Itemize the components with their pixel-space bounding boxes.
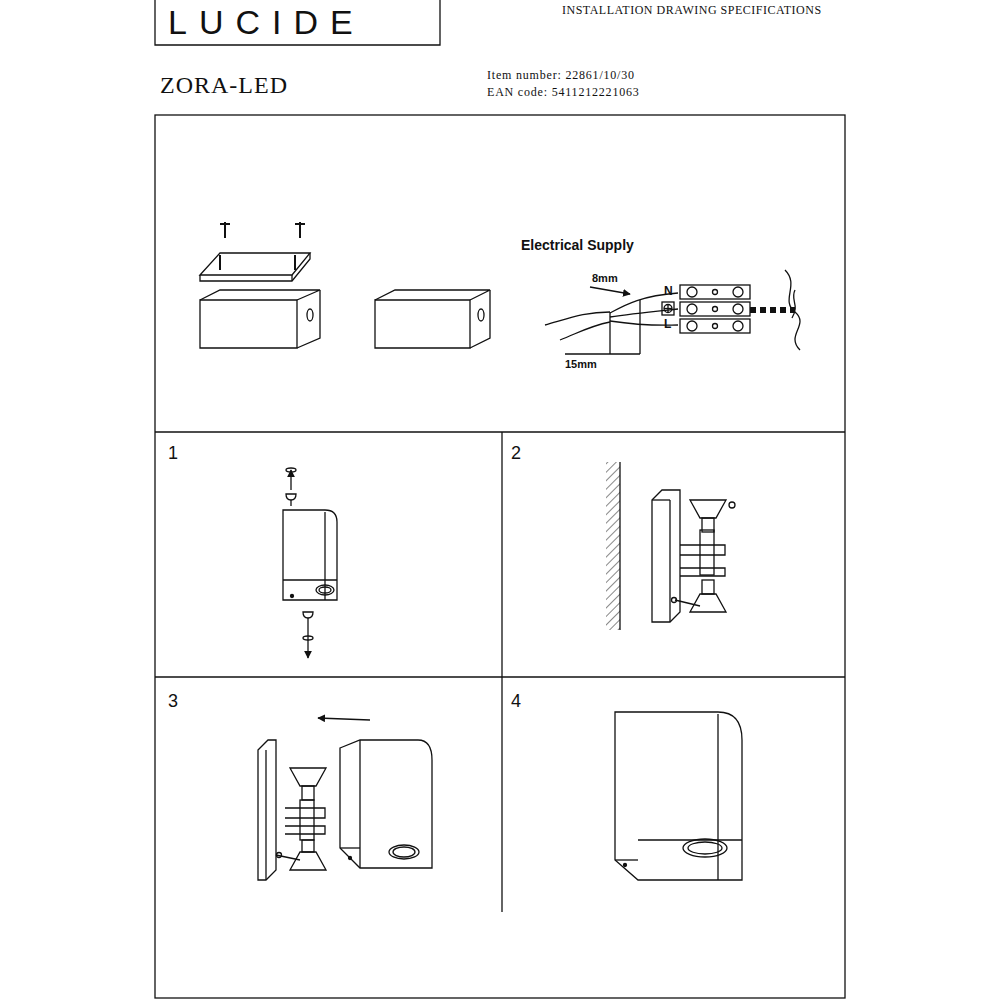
housing-box [375, 290, 490, 348]
panel-divider [155, 676, 845, 677]
mounting-plate [200, 222, 310, 281]
product-title: ZORA-LED [160, 72, 288, 98]
step-number: 3 [168, 692, 178, 712]
dimension-label: 15mm [565, 358, 597, 370]
housing-box [200, 290, 320, 348]
panel-divider [501, 432, 502, 912]
terminal-label: L [664, 318, 671, 331]
terminal-block [662, 285, 750, 333]
supply-cable [545, 293, 678, 340]
page-frame [155, 115, 845, 998]
brand-logo: LUCIDE [168, 4, 365, 41]
item-number: Item number: 22861/10/30 [487, 69, 635, 82]
logo-frame [155, 0, 440, 45]
assembled-fixture [615, 712, 742, 880]
step-number: 2 [511, 444, 521, 464]
step-number: 1 [168, 444, 178, 464]
step-number: 4 [511, 692, 521, 712]
document-heading: INSTALLATION DRAWING SPECIFICATIONS [562, 4, 822, 17]
panel-divider [155, 431, 845, 432]
wall-mounting [606, 462, 735, 630]
housing-cover [340, 740, 432, 868]
dimension-label: 8mm [592, 272, 618, 284]
terminal-label: N [664, 285, 673, 298]
mains-cable [750, 270, 800, 350]
ean-code: EAN code: 5411212221063 [487, 86, 640, 99]
dimension-lines [565, 287, 640, 354]
section-heading: Electrical Supply [521, 238, 634, 253]
housing-front [283, 468, 337, 658]
